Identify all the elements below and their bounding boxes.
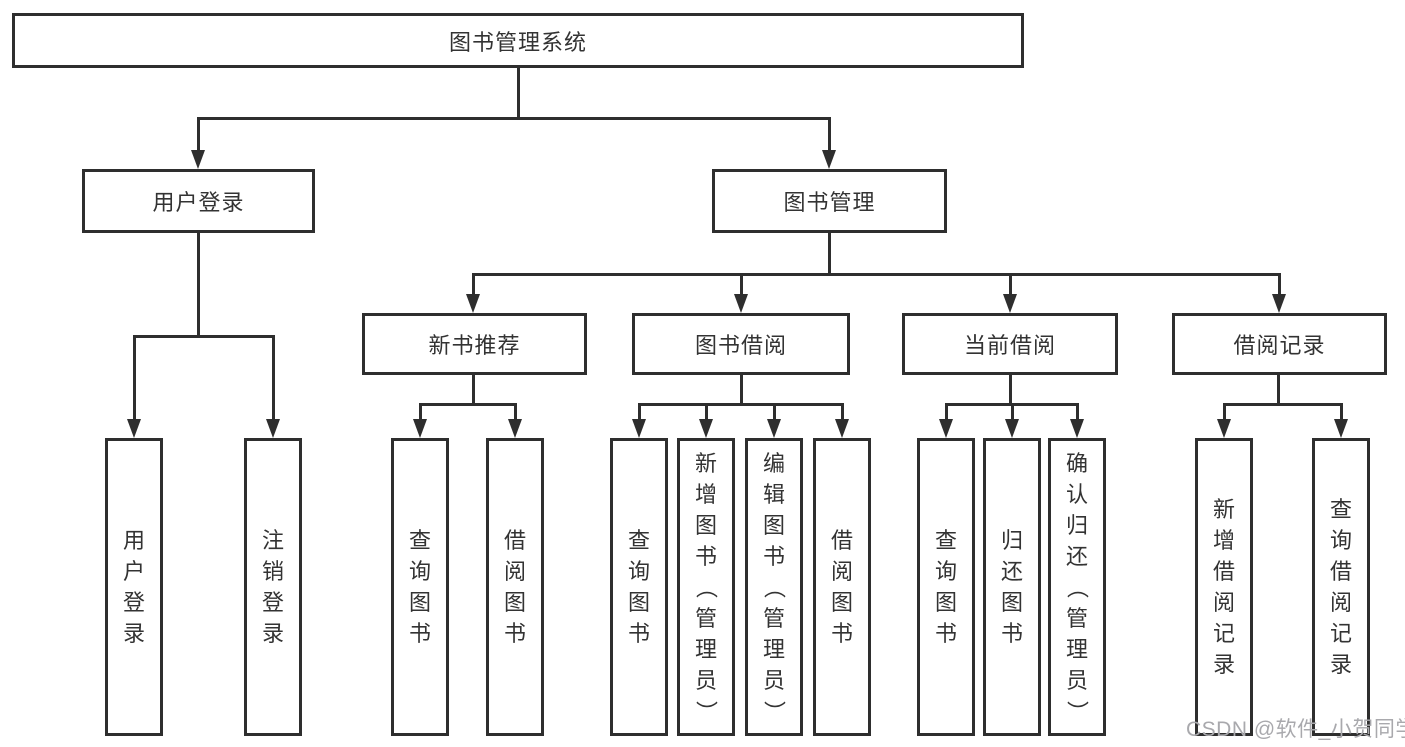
- connector-leaf-shaft: [638, 403, 641, 421]
- connector-arrowhead: [127, 419, 141, 438]
- node-current-borrow: 当前借阅: [902, 313, 1118, 375]
- connector-root-stem: [517, 68, 520, 119]
- leaf-nbr-borrow-books: 借阅图书: [486, 438, 544, 736]
- connector-arrowhead: [508, 419, 522, 438]
- leaf-label: 查询图书: [934, 528, 957, 646]
- leaf-cb-query-books: 查询图书: [917, 438, 975, 736]
- connector-arrowhead: [1005, 419, 1019, 438]
- node-book-management: 图书管理: [712, 169, 947, 233]
- leaf-nbr-query-books: 查询图书: [391, 438, 449, 736]
- connector-arrowhead: [1272, 294, 1286, 313]
- connector-arrowhead: [822, 150, 836, 169]
- leaf-user-login: 用户登录: [105, 438, 163, 736]
- leaf-label: 借阅图书: [830, 528, 853, 646]
- connector-leaf-shaft: [1340, 403, 1343, 421]
- connector-leaf-shaft: [1223, 403, 1226, 421]
- connector-arrowhead: [767, 419, 781, 438]
- leaf-bb-borrow-books: 借阅图书: [813, 438, 871, 736]
- connector-level1-rail: [197, 117, 831, 120]
- connector-rail: [1223, 403, 1343, 406]
- connector-arrowhead: [1217, 419, 1231, 438]
- leaf-br-add-record: 新增借阅记录: [1195, 438, 1253, 736]
- connector-leaf-shaft: [773, 403, 776, 421]
- node-book-borrow: 图书借阅: [632, 313, 850, 375]
- connector-leaf-shaft: [133, 335, 136, 420]
- connector-arrowhead: [1003, 294, 1017, 313]
- leaf-bb-add-books-admin: 新增图书（管理员）: [677, 438, 735, 736]
- connector-stem: [472, 375, 475, 405]
- connector-shaft: [1009, 273, 1012, 296]
- connector-shaft: [472, 273, 475, 296]
- leaf-label: 新增借阅记录: [1212, 497, 1235, 677]
- node-borrow-records: 借阅记录: [1172, 313, 1387, 375]
- node-label: 当前借阅: [963, 333, 1056, 358]
- connector-arrowhead: [835, 419, 849, 438]
- connector-arrowhead: [191, 150, 205, 169]
- connector-arrowhead: [266, 419, 280, 438]
- leaf-br-query-record: 查询借阅记录: [1312, 438, 1370, 736]
- connector-arrowhead: [939, 419, 953, 438]
- connector-stem: [1277, 375, 1280, 405]
- connector-arrowhead: [734, 294, 748, 313]
- leaf-bb-query-books: 查询图书: [610, 438, 668, 736]
- connector-leaf-shaft: [841, 403, 844, 421]
- leaf-label: 新增图书（管理员）: [693, 450, 719, 723]
- leaf-cb-return-books: 归还图书: [983, 438, 1041, 736]
- connector-shaft: [740, 273, 743, 296]
- connector-arrowhead: [413, 419, 427, 438]
- connector-leaf-shaft: [272, 335, 275, 420]
- leaf-label: 注销登录: [261, 528, 284, 646]
- connector-leaf-shaft: [1011, 403, 1014, 421]
- connector-user-login-rail: [133, 335, 275, 338]
- leaf-label: 确认归还（管理员）: [1064, 450, 1090, 723]
- leaf-bb-edit-books-admin: 编辑图书（管理员）: [745, 438, 803, 736]
- leaf-cb-confirm-return-admin: 确认归还（管理员）: [1048, 438, 1106, 736]
- leaf-label: 编辑图书（管理员）: [761, 450, 787, 723]
- connector-arrowhead: [1334, 419, 1348, 438]
- connector-rail: [638, 403, 844, 406]
- leaf-label: 用户登录: [122, 528, 145, 646]
- connector-leaf-shaft: [514, 403, 517, 421]
- connector-leaf-shaft: [419, 403, 422, 421]
- node-label: 借阅记录: [1233, 333, 1326, 358]
- node-label: 图书管理系统: [448, 29, 587, 55]
- node-label: 图书借阅: [694, 333, 787, 358]
- connector-leaf-shaft: [945, 403, 948, 421]
- node-label: 新书推荐: [428, 333, 521, 358]
- node-library-management-system: 图书管理系统: [12, 13, 1024, 68]
- connector-level2-rail: [472, 273, 1280, 276]
- connector-arrowhead: [699, 419, 713, 438]
- connector-book-mgmt-stem: [828, 233, 831, 276]
- leaf-label: 借阅图书: [503, 528, 526, 646]
- leaf-label: 查询图书: [408, 528, 431, 646]
- node-new-book-recommend: 新书推荐: [362, 313, 587, 375]
- leaf-label: 查询图书: [627, 528, 650, 646]
- node-label: 用户登录: [152, 190, 245, 215]
- connector-rail: [419, 403, 517, 406]
- connector-leaf-shaft: [705, 403, 708, 421]
- connector-arrowhead: [1070, 419, 1084, 438]
- leaf-label: 查询借阅记录: [1329, 497, 1352, 677]
- leaf-label: 归还图书: [1000, 528, 1023, 646]
- connector-leaf-shaft: [1076, 403, 1079, 421]
- node-label: 图书管理: [783, 190, 876, 215]
- connector-book-mgmt-shaft: [828, 117, 831, 152]
- connector-shaft: [1278, 273, 1281, 296]
- connector-arrowhead: [632, 419, 646, 438]
- connector-user-login-stem: [197, 233, 200, 337]
- connector-stem: [1009, 375, 1012, 405]
- leaf-logout: 注销登录: [244, 438, 302, 736]
- connector-user-login-shaft: [197, 117, 200, 152]
- connector-arrowhead: [466, 294, 480, 313]
- csdn-watermark: CSDN @软件_小贺同学: [1186, 718, 1405, 741]
- connector-stem: [740, 375, 743, 405]
- node-user-login: 用户登录: [82, 169, 315, 233]
